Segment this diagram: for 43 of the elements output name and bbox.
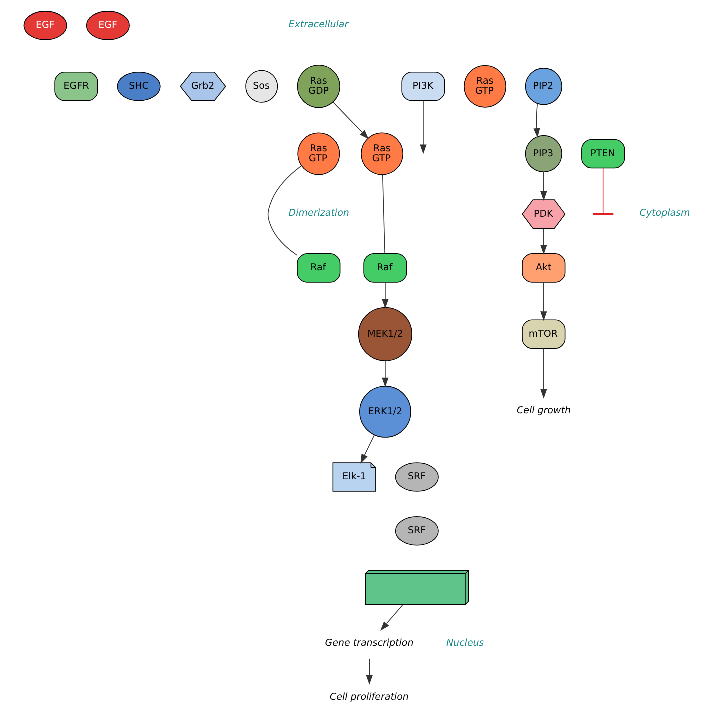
node-circle: PIP2 <box>524 68 562 106</box>
node-circle: ERK1/2 <box>359 386 411 438</box>
node-box: Akt <box>522 254 566 283</box>
label: Nucleus <box>446 638 484 650</box>
node-circle: PIP3 <box>524 135 562 173</box>
node-circle: Ras GDP <box>296 65 340 108</box>
arrow <box>332 102 368 140</box>
arrow <box>366 658 372 685</box>
node-text: Gene transcription <box>324 638 414 650</box>
node-box: PTEN <box>581 139 625 169</box>
node-circle: Ras GTP <box>464 65 506 108</box>
node-ellipse: EGF <box>23 11 67 40</box>
label: Extracellular <box>288 19 348 30</box>
connector <box>382 174 385 254</box>
label: Cytoplasm <box>639 208 690 219</box>
node-ellipse: SRF <box>394 462 438 492</box>
arrow <box>420 100 426 154</box>
node-box: EGFR <box>54 72 98 102</box>
node-circle: Ras GTP <box>360 132 404 176</box>
arrow <box>382 360 388 388</box>
arrow <box>540 172 547 202</box>
node-box: Raf <box>363 254 407 283</box>
node-box: Raf <box>296 254 340 283</box>
node-circle: Sos <box>245 70 278 103</box>
connector <box>267 166 302 256</box>
arrow <box>540 348 547 399</box>
arrow <box>360 435 374 464</box>
node-box: PI3K <box>401 72 445 102</box>
arrow <box>533 104 540 138</box>
node-ellipse: SHC <box>116 72 160 102</box>
arrow <box>380 604 403 631</box>
node-circle: MEK1/2 <box>358 307 412 362</box>
connector <box>602 168 604 214</box>
node-ellipse: SRF <box>394 516 438 546</box>
node-ellipse: EGF <box>86 11 130 40</box>
label: Dimerization <box>288 208 349 219</box>
node-circle: Ras GTP <box>297 132 340 176</box>
node-text: Cell growth <box>516 406 571 417</box>
arrow <box>540 228 547 255</box>
node-box: mTOR <box>522 320 566 350</box>
node-text: Cell proliferation <box>329 692 408 703</box>
arrow <box>540 282 547 322</box>
arrow <box>382 282 388 309</box>
